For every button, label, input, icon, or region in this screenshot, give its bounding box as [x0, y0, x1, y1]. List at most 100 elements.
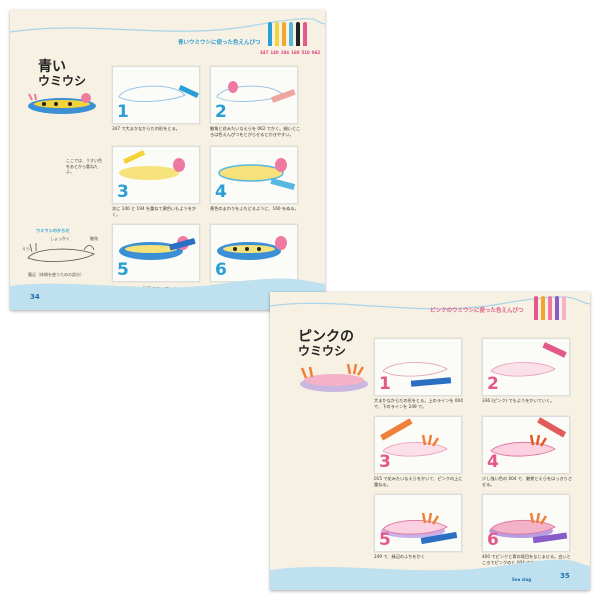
step-caption-6: 400 でピンクと青の境目をなじませる。白いところでピンクのと 004 でぬる。 — [482, 554, 571, 565]
page-title: 青い ウミウシ — [38, 60, 86, 88]
pencil-icon — [555, 296, 559, 320]
pencil-icon — [532, 532, 568, 544]
pencil-icon — [380, 418, 413, 441]
pencil-icon — [303, 22, 307, 46]
pencil-header: 青いウミウシに使った色えんぴつ — [178, 40, 261, 46]
step-caption-4: 少し強い色の 004 で、触覚とえらをはっきりさせる。 — [482, 476, 573, 487]
step-sketch — [216, 81, 296, 103]
step-card-6: 6 — [482, 494, 570, 552]
step-card-5: 5 — [112, 224, 200, 282]
top-wave-line — [270, 296, 590, 310]
pencil-icon — [534, 296, 538, 320]
pencil-code-row: 347 140 194 160 510 062 — [260, 50, 320, 55]
pencil-icon — [282, 22, 286, 46]
step-caption-5: 249 で、縁辺のふちをかく — [374, 554, 425, 559]
pencil-set — [534, 296, 566, 320]
title-line-2: ウミウシ — [298, 344, 347, 358]
anatomy-label: 腹足（体側を使うための部分） — [28, 272, 84, 277]
anatomy-label: しょっかく — [50, 236, 70, 241]
step-sketch — [489, 512, 568, 544]
right-page: ピンクのウミウシに使った色えんぴつ ピンクの ウミウシ 1 大まかなからだの形を… — [270, 292, 590, 590]
step-sketch — [119, 236, 196, 260]
pencil-icon — [268, 22, 272, 46]
step-card-6: 6 — [210, 224, 298, 282]
anatomy-diagram — [27, 243, 95, 262]
pencil-code: 194 — [280, 50, 290, 55]
anatomy-label: えら — [22, 246, 30, 251]
step-card-5: 5 — [374, 494, 462, 552]
step-card-1: 1 — [112, 66, 200, 124]
step-sketch — [382, 362, 452, 387]
top-wave-line — [10, 18, 325, 33]
step-sketch — [381, 512, 458, 545]
pencil-icon — [548, 296, 552, 320]
step-number: 6 — [215, 260, 227, 280]
step-caption-2: 336 (ピンク) でもようをかいていく。 — [482, 398, 555, 403]
pencil-code: 160 — [291, 50, 300, 55]
step-card-2: 2 — [482, 338, 570, 396]
step-sketch — [118, 84, 199, 102]
pencil-header: ピンクのウミウシに使った色えんぴつ — [430, 308, 524, 314]
pencil-icon — [271, 89, 296, 103]
step-card-3: 3 — [374, 416, 462, 474]
page-title: ピンクの ウミウシ — [298, 330, 354, 358]
pencil-icon — [420, 531, 458, 545]
step-number: 2 — [487, 374, 499, 394]
pencil-icon — [296, 22, 300, 46]
step-number: 1 — [117, 102, 129, 122]
blue-slug-illustration — [28, 93, 96, 114]
pink-slug-illustration — [300, 363, 368, 392]
step-caption-1: 大まかなからだの形をとる。上のラインを 004 で、下のラインを 249 で。 — [374, 398, 463, 409]
bottom-wave — [10, 278, 325, 310]
step-card-1: 1 — [374, 338, 462, 396]
pencil-icon — [168, 237, 196, 251]
step-number: 3 — [117, 182, 129, 202]
pencil-icon — [123, 150, 146, 164]
pencil-icon — [289, 22, 293, 46]
pencil-icon — [562, 296, 566, 320]
pencil-code: 510 — [301, 50, 310, 55]
step-sketch — [218, 158, 296, 190]
step-caption-1: 347 で大まかなからだの形をとる。 — [112, 126, 180, 131]
step-caption-4: 黄色のまわりをふちどるように、160 をぬる。 — [210, 206, 299, 211]
step-number: 2 — [215, 102, 227, 122]
pencil-icon — [275, 22, 279, 46]
side-note: ここでは、うすい色をあとから重ねたよ。 — [66, 158, 102, 174]
step-sketch — [217, 236, 287, 260]
step-sketch — [490, 417, 567, 457]
pencil-icon — [541, 296, 545, 320]
step-number: 6 — [487, 530, 499, 550]
anatomy-label: 触角 — [90, 236, 98, 241]
pencil-icon — [542, 342, 567, 358]
pencil-code: 062 — [311, 50, 321, 55]
step-sketch — [490, 342, 567, 377]
step-number: 1 — [379, 374, 391, 394]
pencil-set — [268, 22, 307, 46]
anatomy-title: ウミウシのからだ — [36, 228, 70, 233]
step-sketch — [119, 150, 185, 180]
step-card-4: 4 — [210, 146, 298, 204]
title-line-2: ウミウシ — [38, 74, 87, 88]
step-number: 3 — [379, 452, 391, 472]
pencil-icon — [410, 377, 452, 387]
step-card-4: 4 — [482, 416, 570, 474]
pencil-code: 140 — [270, 50, 279, 55]
step-number: 4 — [215, 182, 227, 202]
pencil-code: 347 — [260, 50, 269, 55]
step-number: 5 — [117, 260, 129, 280]
pencil-icon — [537, 417, 567, 438]
step-card-3: 3 — [112, 146, 200, 204]
pencil-icon — [178, 84, 199, 98]
bottom-wave — [270, 559, 590, 590]
step-card-2: 2 — [210, 66, 298, 124]
page-number: 35 — [560, 572, 570, 580]
step-number: 5 — [379, 530, 391, 550]
step-sketch — [380, 418, 448, 457]
footer-label: Sea slug — [512, 577, 532, 582]
page-number: 34 — [30, 293, 40, 301]
step-caption-3: 015 で花みたいなえらをかいて、ピンクの上に重ねる。 — [374, 476, 463, 487]
title-line-1: 青い — [38, 59, 66, 75]
pencil-icon — [270, 177, 296, 190]
step-number: 4 — [487, 452, 499, 472]
left-page: 青いウミウシに使った色えんぴつ 347 140 194 160 510 062 … — [10, 10, 325, 310]
